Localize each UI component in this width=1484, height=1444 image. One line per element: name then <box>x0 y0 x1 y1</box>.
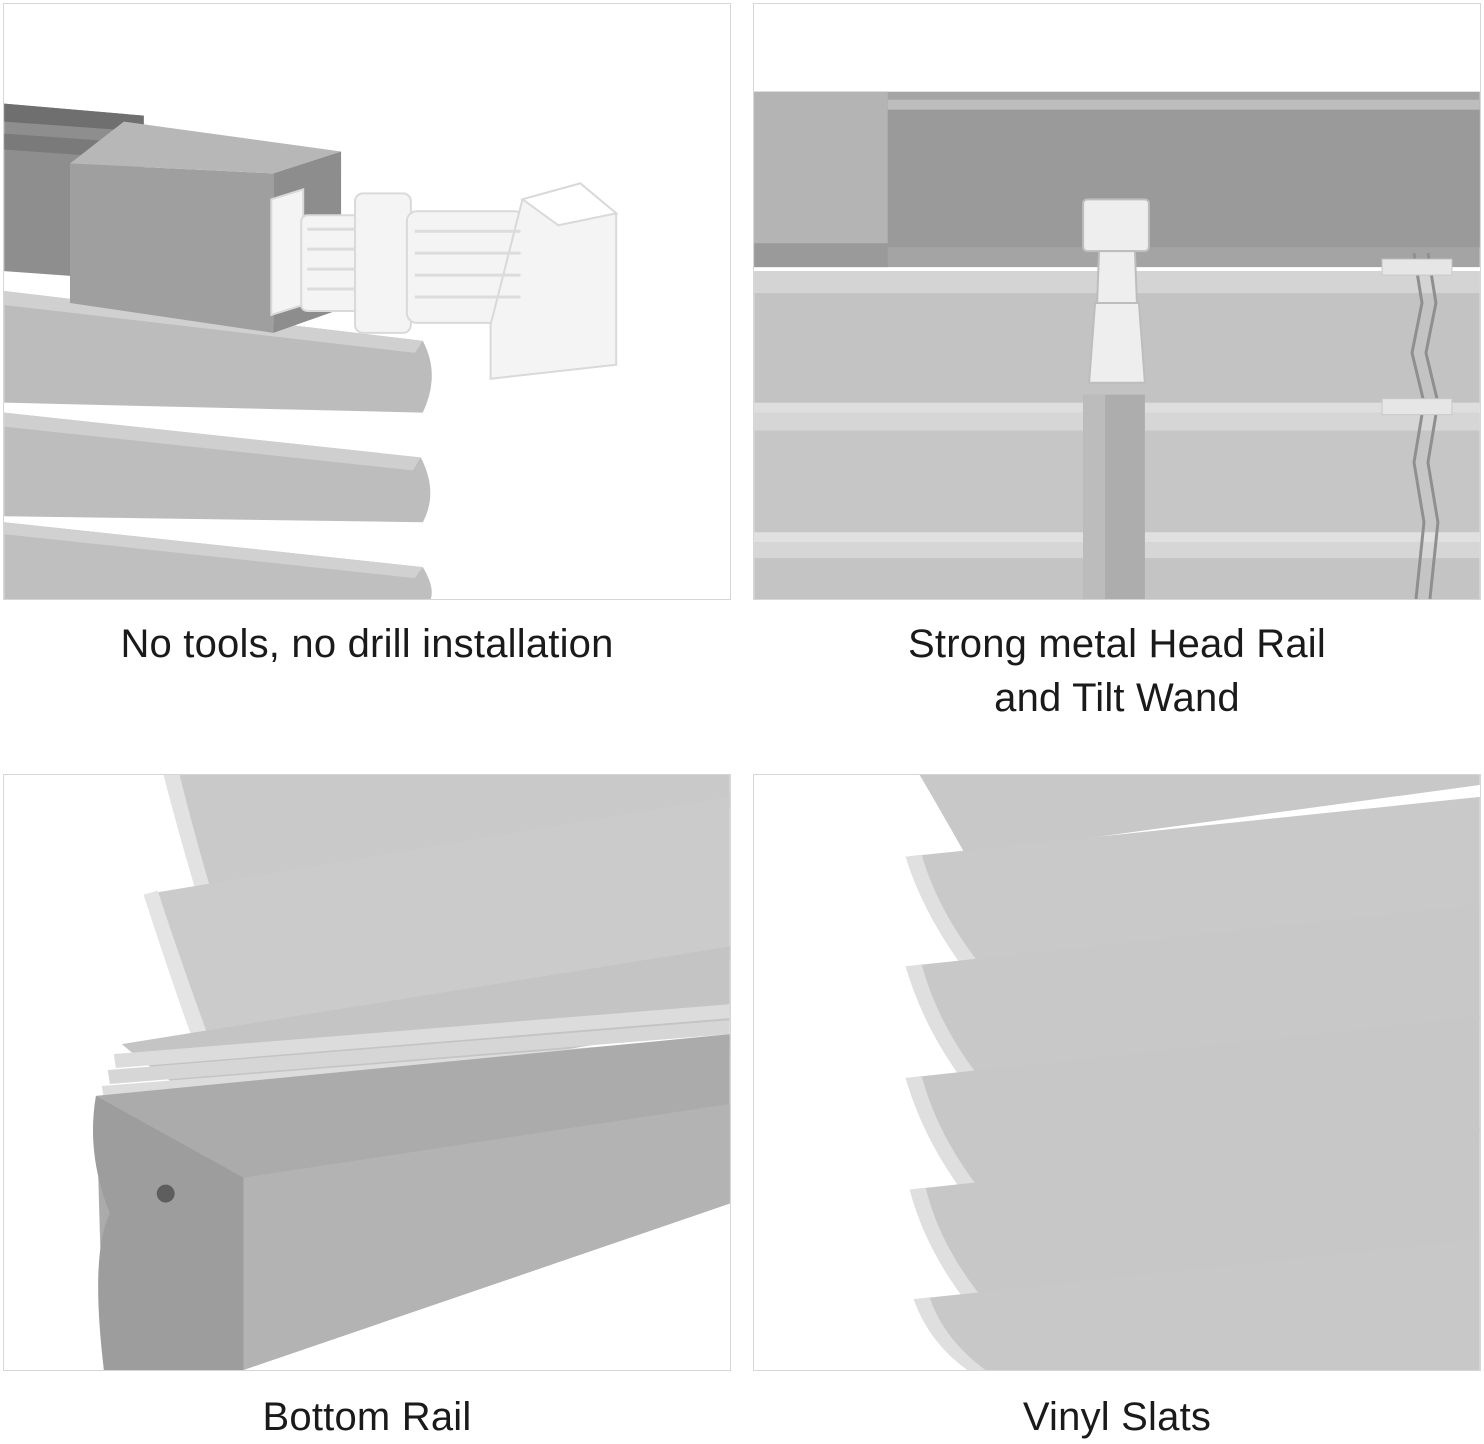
slat <box>4 291 432 413</box>
head-rail-illustration <box>754 91 1480 599</box>
vinyl-slats-photo <box>753 774 1481 1371</box>
slat <box>919 775 1480 855</box>
slat <box>909 1127 1480 1304</box>
installation-photo <box>3 3 731 600</box>
caption-line: Bottom Rail <box>262 1395 472 1439</box>
headrail-end-cap-illustration <box>4 103 619 599</box>
tension-bracket <box>270 182 619 380</box>
vinyl-slats-caption: Vinyl Slats <box>753 1390 1481 1444</box>
vinyl-slats-illustration <box>905 775 1480 1370</box>
caption-line: No tools, no drill installation <box>120 622 614 666</box>
slat <box>4 412 431 523</box>
tilt-wand-clip <box>1082 198 1150 384</box>
head-rail-photo <box>753 3 1481 600</box>
caption-line: and Tilt Wand <box>994 676 1240 720</box>
bottom-rail-caption: Bottom Rail <box>3 1390 731 1444</box>
caption-line: Strong metal Head Rail <box>908 622 1326 666</box>
installation-caption: No tools, no drill installation <box>3 617 731 671</box>
bottom-rail-illustration <box>92 775 730 1370</box>
slat <box>905 904 1480 1084</box>
head-rail-caption: Strong metal Head Rail and Tilt Wand <box>753 617 1481 725</box>
caption-line: Vinyl Slats <box>1022 1395 1212 1439</box>
end-cap <box>69 163 274 333</box>
slat <box>905 1016 1480 1196</box>
end-cap <box>92 1095 244 1370</box>
slat <box>913 1239 1480 1370</box>
slat <box>905 796 1480 971</box>
bottom-rail-photo <box>3 774 731 1371</box>
rail-hole <box>156 1184 175 1203</box>
